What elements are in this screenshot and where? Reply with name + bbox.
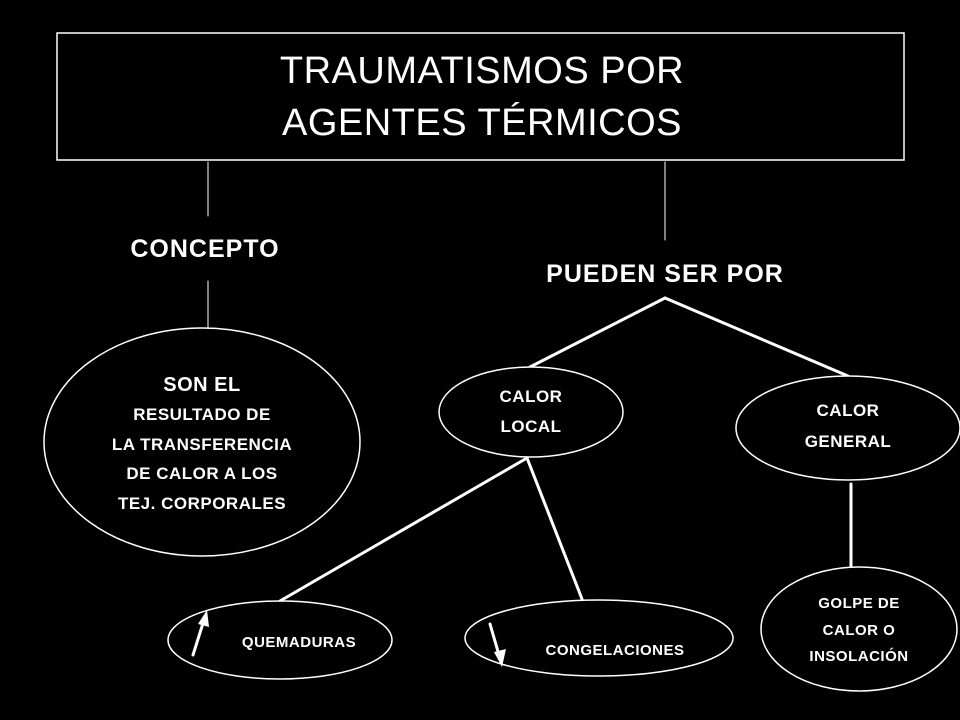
connector-local-quemaduras — [278, 456, 529, 603]
congelaciones-node: CONGELACIONES — [464, 599, 734, 677]
title-line-1: TRAUMATISMOS POR — [280, 50, 684, 92]
definition-line-3: LA TRANSFERENCIA — [112, 435, 292, 454]
definition-line-2: RESULTADO DE — [133, 405, 271, 424]
arrow-up-icon — [191, 610, 209, 657]
definition-line-4: DE CALOR A LOS — [126, 464, 277, 483]
title-line-2: AGENTES TÉRMICOS — [282, 101, 682, 144]
golpe-line-1: GOLPE DE — [818, 595, 900, 612]
calor-local-line-2: LOCAL — [500, 417, 561, 436]
connector-lines — [207, 161, 853, 603]
connector-pueden-local — [528, 296, 667, 369]
golpe-line-2: CALOR O — [823, 622, 896, 639]
calor-general-line-1: CALOR — [817, 401, 880, 420]
connector-local-congelaciones — [525, 456, 584, 601]
golpe-line-3: INSOLACIÓN — [809, 647, 908, 665]
title-box: TRAUMATISMOS POR AGENTES TÉRMICOS — [56, 32, 905, 161]
golpe-de-calor-node: GOLPE DE CALOR O INSOLACIÓN — [760, 566, 958, 692]
calor-general-line-2: GENERAL — [805, 432, 892, 451]
calor-local-node: CALOR LOCAL — [438, 366, 624, 458]
concepto-definition-node: SON EL RESULTADO DE LA TRANSFERENCIA DE … — [43, 327, 361, 557]
calor-general-node: CALOR GENERAL — [735, 375, 960, 481]
quemaduras-label: QUEMADURAS — [242, 634, 356, 651]
congelaciones-label: CONGELACIONES — [545, 642, 684, 659]
pueden-ser-por-heading: PUEDEN SER POR — [546, 260, 784, 288]
quemaduras-node: QUEMADURAS — [167, 600, 393, 680]
connector-pueden-general — [663, 296, 850, 378]
calor-local-line-1: CALOR — [500, 387, 563, 406]
definition-line-5: TEJ. CORPORALES — [118, 494, 286, 513]
definition-line-1: SON EL — [163, 374, 240, 396]
arrow-down-icon — [488, 622, 506, 667]
concepto-heading: CONCEPTO — [130, 235, 279, 263]
